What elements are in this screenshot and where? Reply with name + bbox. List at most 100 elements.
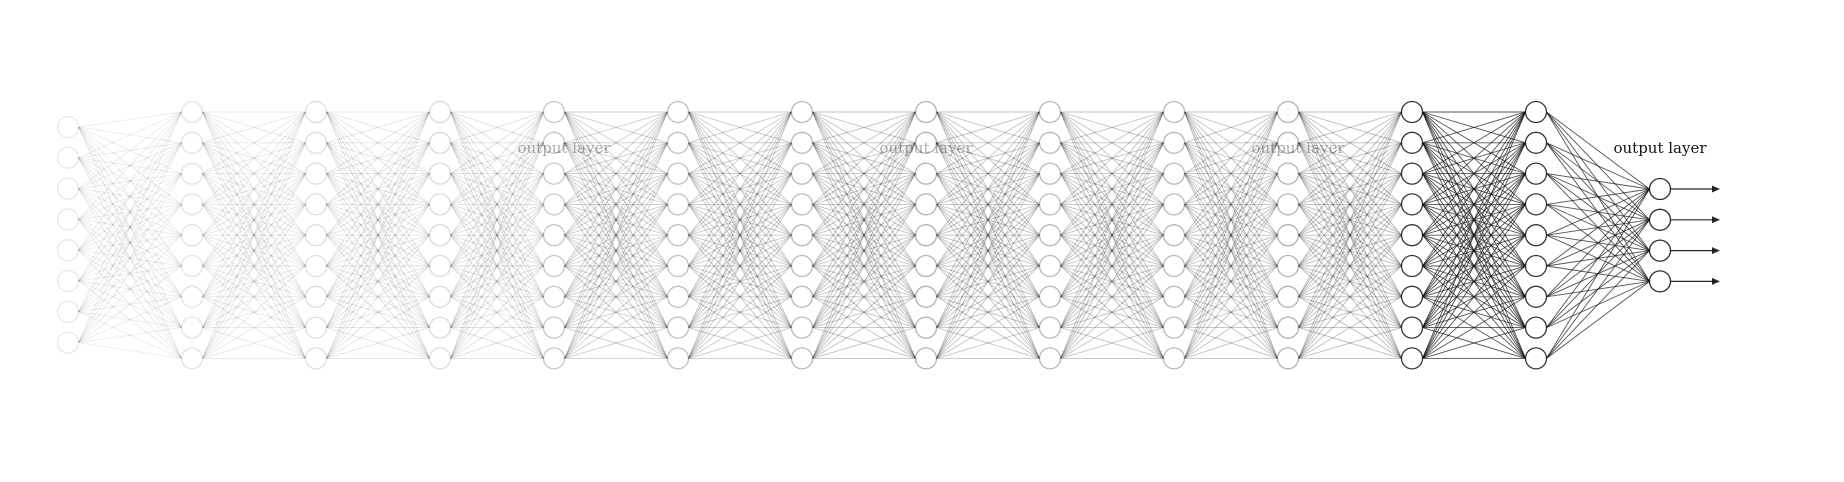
neuron <box>1276 100 1300 124</box>
connections-layer-8-to-9 <box>936 111 1040 359</box>
connection <box>1060 111 1164 298</box>
connection <box>688 265 792 298</box>
connection <box>688 173 792 236</box>
connection <box>78 142 182 190</box>
connection <box>688 203 792 236</box>
connection <box>1184 265 1278 298</box>
neuron <box>1524 193 1548 216</box>
connection <box>450 204 544 267</box>
connection <box>1422 265 1526 359</box>
layer-7 <box>790 100 814 370</box>
connection <box>450 111 544 174</box>
connection <box>688 142 792 175</box>
layer-8 <box>914 100 938 370</box>
connection <box>812 111 916 144</box>
connection <box>936 204 1040 267</box>
connection <box>688 111 792 328</box>
neuron <box>790 224 814 247</box>
connection <box>688 173 792 328</box>
connection <box>1298 265 1402 359</box>
connection <box>326 204 430 298</box>
connection <box>450 111 544 328</box>
neuron <box>1038 193 1062 216</box>
neuron <box>914 224 938 247</box>
connection <box>1060 296 1164 359</box>
neuron <box>1038 131 1062 154</box>
connection <box>78 126 182 359</box>
connection <box>202 204 306 328</box>
connection <box>450 173 544 267</box>
connection <box>450 234 544 328</box>
connection <box>202 111 306 144</box>
connection <box>936 142 1040 175</box>
connection <box>1060 234 1164 328</box>
connection <box>1060 265 1164 359</box>
connection <box>564 204 668 267</box>
connection <box>78 111 182 282</box>
connection <box>1184 111 1278 328</box>
neuron <box>790 347 814 370</box>
connection <box>1184 142 1278 175</box>
connection <box>1298 142 1402 298</box>
connection <box>78 203 182 251</box>
connection <box>1060 111 1164 236</box>
connection <box>936 173 1040 267</box>
connection <box>936 203 1040 236</box>
connection <box>450 111 544 236</box>
connection <box>564 296 668 359</box>
connection <box>1298 142 1402 267</box>
connection <box>78 311 182 329</box>
connection <box>1060 142 1164 205</box>
connection <box>812 204 916 359</box>
neuron <box>1524 347 1548 370</box>
connection <box>564 111 668 174</box>
connection <box>202 173 306 236</box>
connection <box>326 142 430 175</box>
connection <box>1184 173 1278 328</box>
connection <box>202 265 306 328</box>
neuron <box>666 347 690 370</box>
connection <box>812 173 916 236</box>
connection <box>326 173 430 359</box>
connection <box>202 142 306 236</box>
connection <box>450 296 544 329</box>
connection <box>812 111 916 205</box>
connection <box>326 111 430 236</box>
connection <box>1422 111 1526 267</box>
connection <box>936 234 1040 359</box>
neuron <box>428 224 452 247</box>
connection <box>812 204 916 328</box>
connection <box>1298 111 1402 236</box>
connection <box>1060 327 1164 359</box>
connections-layer-11-to-12 <box>1298 111 1402 359</box>
connection <box>450 173 544 359</box>
neuron <box>1524 162 1548 185</box>
connection <box>564 142 668 205</box>
connection <box>450 142 544 175</box>
connection <box>450 234 544 359</box>
connection <box>936 111 1040 174</box>
connection <box>202 142 306 205</box>
connection <box>1298 173 1402 267</box>
connection <box>1184 265 1278 298</box>
connection <box>564 173 668 328</box>
connection <box>326 142 430 328</box>
connection <box>202 234 306 359</box>
connection <box>326 111 430 298</box>
connection <box>1298 111 1402 205</box>
connection <box>1184 234 1278 359</box>
connection <box>1298 142 1402 298</box>
connection <box>1184 111 1278 298</box>
connection <box>1060 173 1164 236</box>
connection <box>1060 173 1164 236</box>
connection <box>78 188 182 328</box>
connection <box>450 173 544 298</box>
connection <box>936 111 1040 144</box>
neuron <box>1038 316 1062 339</box>
connection <box>326 111 430 267</box>
connection <box>326 204 430 267</box>
connection <box>202 173 306 328</box>
connection <box>1546 219 1650 359</box>
connections-layer-7-to-8 <box>812 111 916 359</box>
connection <box>78 204 182 313</box>
